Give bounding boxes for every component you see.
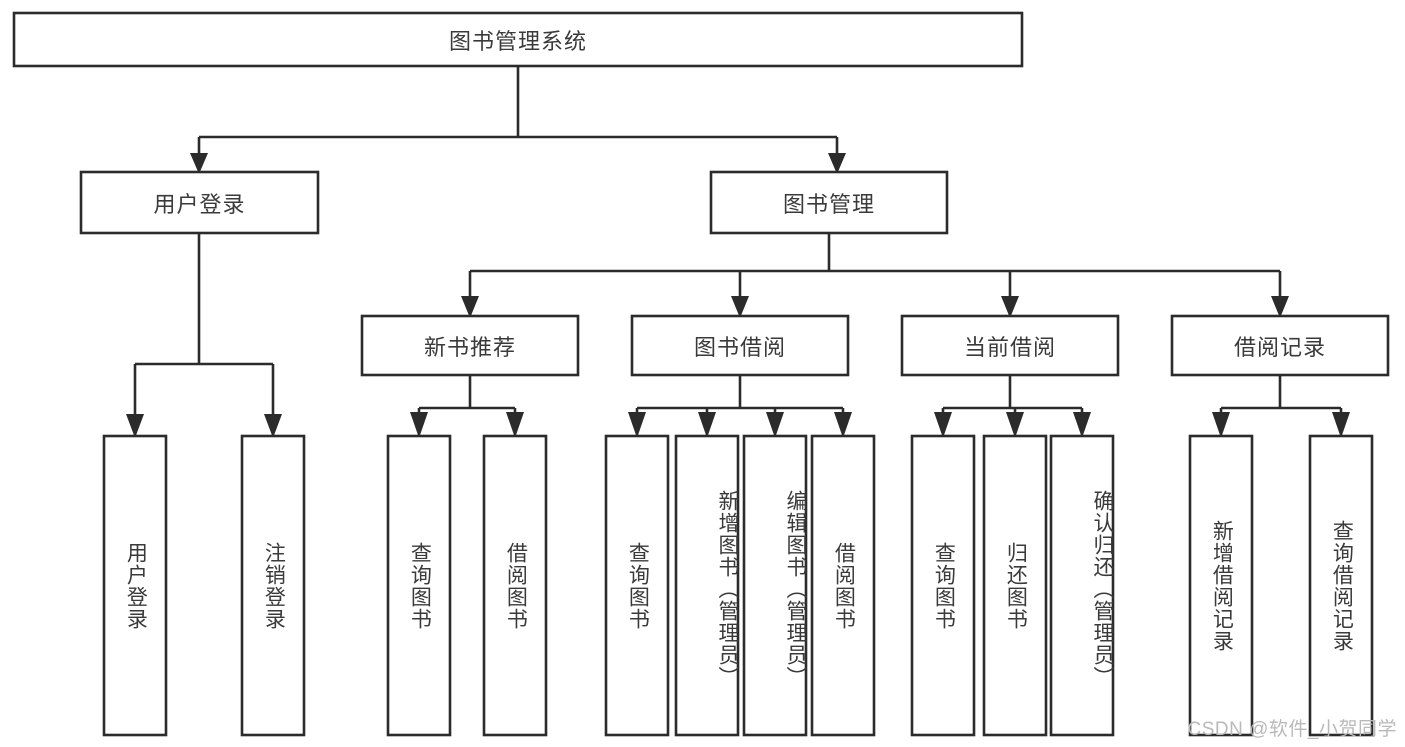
arrowhead-leaf-user-login [126,414,144,438]
arrowhead-current-query [934,412,952,438]
leaf-record-add-box[interactable] [1188,434,1254,737]
leaf-record-query-box[interactable] [1308,434,1374,737]
arrowhead-borrow-query [628,412,646,438]
node-book-management-box[interactable] [709,170,949,235]
leaf-logout-box[interactable] [240,434,306,737]
leaf-borrow-lend-box[interactable] [810,434,876,737]
arrowhead-book-mgmt [828,153,846,174]
node-new-book-recommend-box[interactable] [360,314,580,377]
leaf-borrow-query-box[interactable] [604,434,670,737]
leaf-current-return-box[interactable] [982,434,1048,737]
node-current-borrow-box[interactable] [900,314,1120,377]
arrowhead-borrow-add [698,412,716,438]
arrowhead-newbook-borrow [506,412,524,438]
csdn-watermark: CSDN @软件_小贺同学 [1187,719,1397,740]
connector-layer [126,66,1350,438]
node-user-login-box[interactable] [79,170,320,235]
node-book-borrow-box[interactable] [630,314,850,377]
arrowhead-current-confirm [1073,412,1091,438]
arrowhead-user-login [190,153,208,174]
leaf-borrow-add-box[interactable] [674,434,740,737]
node-root-box[interactable] [12,11,1024,68]
arrowhead-record-add [1212,412,1230,438]
arrowhead-current-borrow [1001,296,1019,318]
leaf-current-query-box[interactable] [910,434,976,737]
leaf-newbook-query-box[interactable] [386,434,452,737]
arrowhead-record-query [1332,412,1350,438]
arrowhead-new-book-rec [461,296,479,318]
leaf-user-login-box[interactable] [102,434,168,737]
arrowhead-leaf-logout [264,414,282,438]
arrowhead-current-return [1006,412,1024,438]
leaf-borrow-edit-box[interactable] [742,434,808,737]
arrowhead-borrow-record [1271,296,1289,318]
leaf-newbook-borrow-box[interactable] [482,434,548,737]
node-layer [12,11,1390,737]
arrowhead-newbook-query [410,412,428,438]
node-borrow-record-box[interactable] [1170,314,1390,377]
leaf-current-confirm-box[interactable] [1049,434,1115,737]
arrowhead-borrow-lend [834,412,852,438]
arrowhead-book-borrow [731,296,749,318]
arrowhead-borrow-edit [766,412,784,438]
